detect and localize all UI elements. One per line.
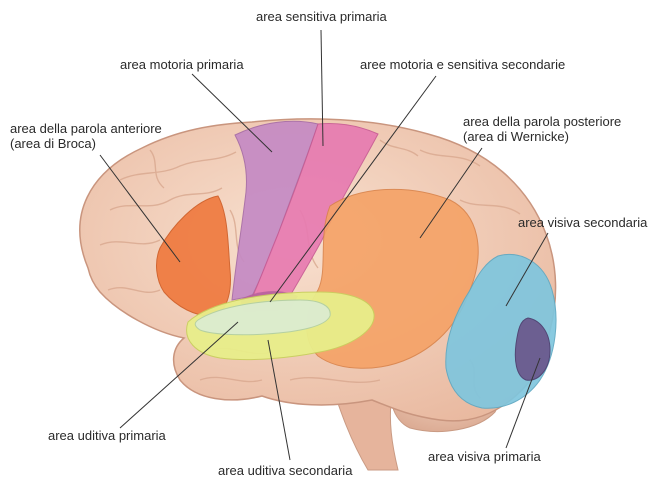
label-area-visiva-primaria: area visiva primaria (428, 449, 541, 464)
label-area-motoria-primaria: area motoria primaria (120, 57, 244, 72)
label-area-sensitiva-primaria: area sensitiva primaria (256, 9, 387, 24)
label-area-uditiva-secondaria: area uditiva secondaria (218, 463, 352, 478)
label-area-parola-posteriore-line1: area della parola posteriore (463, 114, 621, 129)
label-area-parola-anteriore-line1: area della parola anteriore (10, 121, 162, 136)
label-area-parola-posteriore: area della parola posteriore (area di We… (463, 114, 621, 144)
label-aree-motoria-sensitiva-secondarie: aree motoria e sensitiva secondarie (360, 57, 565, 72)
label-area-parola-posteriore-line2: (area di Wernicke) (463, 129, 621, 144)
label-area-parola-anteriore-line2: (area di Broca) (10, 136, 162, 151)
label-area-parola-anteriore: area della parola anteriore (area di Bro… (10, 121, 162, 151)
label-area-visiva-secondaria: area visiva secondaria (518, 215, 647, 230)
label-area-uditiva-primaria: area uditiva primaria (48, 428, 166, 443)
